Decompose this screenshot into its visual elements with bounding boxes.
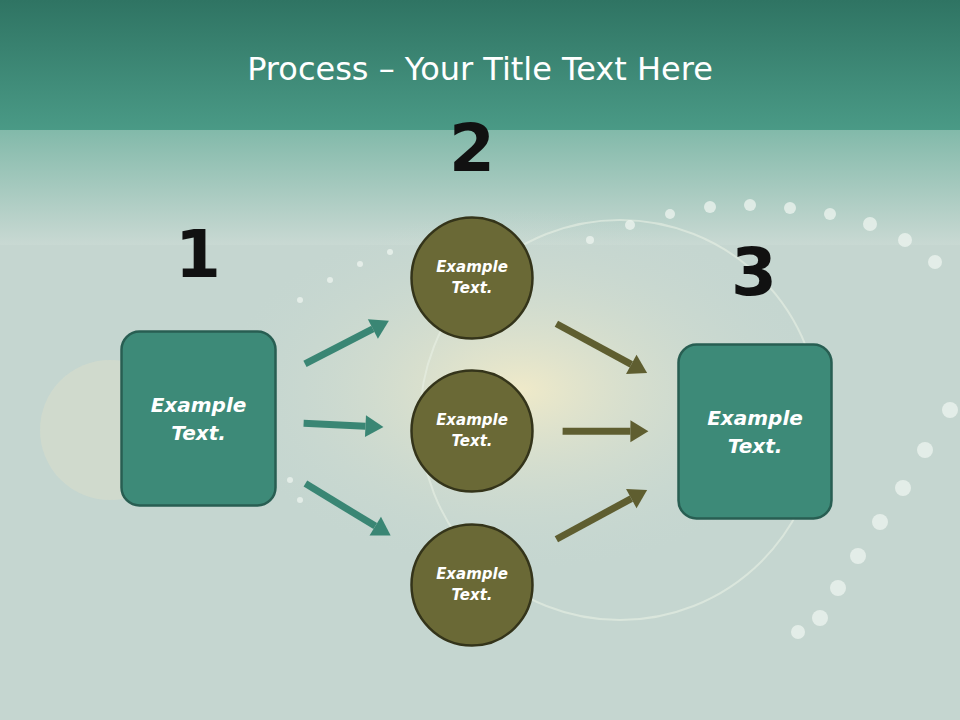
process-circle: Example Text. bbox=[410, 216, 534, 340]
node-text: Example Text. bbox=[427, 410, 517, 452]
node-outline bbox=[410, 216, 534, 340]
node-text: Example Text. bbox=[427, 564, 517, 606]
flow-arrow bbox=[556, 489, 647, 539]
node-outline bbox=[410, 369, 534, 493]
flow-arrow bbox=[305, 319, 389, 364]
flow-arrow bbox=[556, 324, 647, 374]
process-box: Example Text. bbox=[120, 330, 277, 507]
process-circle: Example Text. bbox=[410, 523, 534, 647]
node-outline bbox=[120, 330, 277, 507]
process-box: Example Text. bbox=[677, 343, 833, 520]
process-circle: Example Text. bbox=[410, 369, 534, 493]
step-number: 1 bbox=[148, 222, 248, 288]
flow-arrow bbox=[563, 420, 649, 442]
flow-arrow bbox=[305, 484, 390, 536]
slide-title: Process – Your Title Text Here bbox=[0, 50, 960, 88]
node-outline bbox=[677, 343, 833, 520]
flow-arrow bbox=[304, 415, 384, 437]
node-outline bbox=[410, 523, 534, 647]
node-text: Example Text. bbox=[427, 257, 517, 299]
node-text: Example Text. bbox=[695, 404, 815, 460]
node-text: Example Text. bbox=[139, 391, 259, 447]
step-number: 3 bbox=[704, 240, 804, 306]
step-number: 2 bbox=[422, 116, 522, 182]
